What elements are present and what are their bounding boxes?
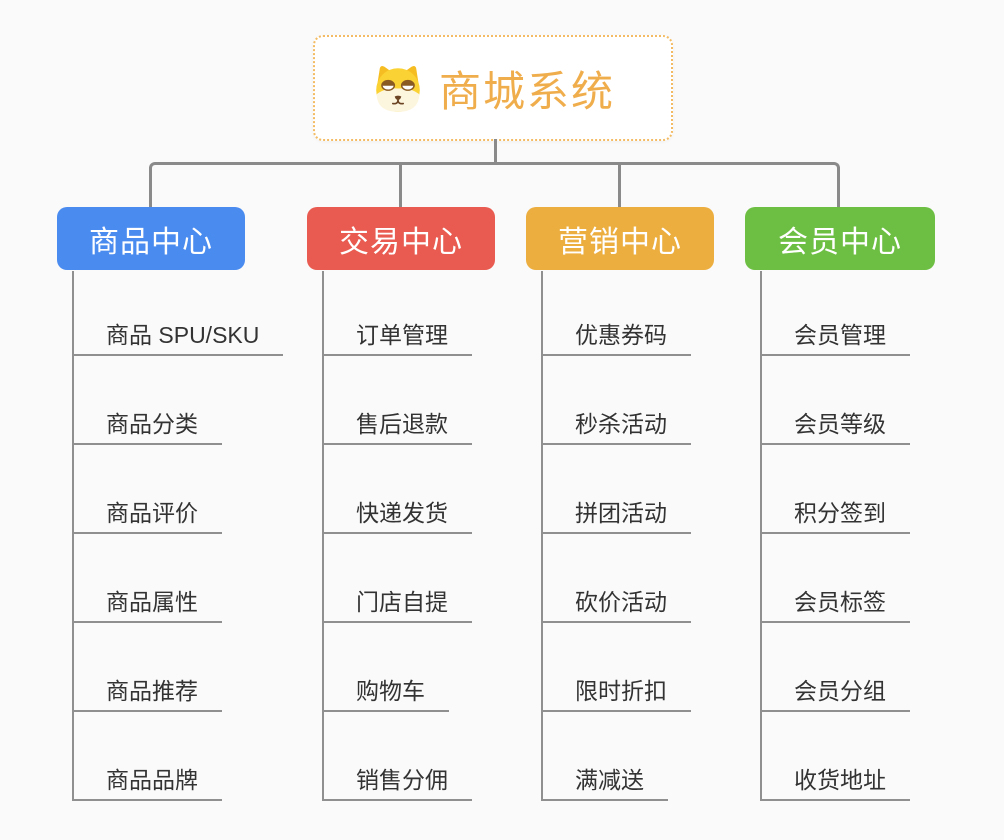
child-node[interactable]: 收货地址: [762, 761, 910, 801]
child-node[interactable]: 售后退款: [324, 405, 472, 445]
child-node[interactable]: 销售分佣: [324, 761, 472, 801]
connector-root-stem: [494, 139, 497, 163]
child-node[interactable]: 会员管理: [762, 316, 910, 356]
branch-column-product-center: 商品 SPU/SKU 商品分类 商品评价 商品属性 商品推荐 商品品牌: [72, 271, 284, 801]
branch-node-product-center[interactable]: 商品中心: [57, 207, 245, 270]
child-node[interactable]: 商品属性: [74, 583, 222, 623]
branch-node-marketing-center[interactable]: 营销中心: [526, 207, 714, 270]
child-node[interactable]: 商品品牌: [74, 761, 222, 801]
child-node[interactable]: 优惠券码: [543, 316, 691, 356]
child-node[interactable]: 限时折扣: [543, 672, 691, 712]
branch-node-member-center[interactable]: 会员中心: [745, 207, 935, 270]
root-title: 商城系统: [438, 67, 615, 115]
root-node-mall-system[interactable]: 商城系统: [313, 35, 673, 141]
child-node[interactable]: 满减送: [543, 761, 668, 801]
child-node[interactable]: 商品 SPU/SKU: [74, 316, 284, 356]
child-node[interactable]: 积分签到: [762, 494, 910, 534]
child-node[interactable]: 快递发货: [324, 494, 472, 534]
child-node[interactable]: 会员分组: [762, 672, 910, 712]
connector-bus: [149, 162, 840, 210]
branch-column-member-center: 会员管理 会员等级 积分签到 会员标签 会员分组 收货地址: [760, 271, 910, 801]
child-node[interactable]: 拼团活动: [543, 494, 691, 534]
child-node[interactable]: 会员标签: [762, 583, 910, 623]
child-node[interactable]: 商品评价: [74, 494, 222, 534]
branch-node-trade-center[interactable]: 交易中心: [307, 207, 495, 270]
child-node[interactable]: 砍价活动: [543, 583, 691, 623]
child-node[interactable]: 门店自提: [324, 583, 472, 623]
dog-face-icon: [371, 63, 425, 113]
child-node[interactable]: 商品推荐: [74, 672, 222, 712]
child-node[interactable]: 商品分类: [74, 405, 222, 445]
child-node[interactable]: 购物车: [324, 672, 449, 712]
connector-drop-marketing: [618, 164, 621, 208]
child-node[interactable]: 会员等级: [762, 405, 910, 445]
child-node[interactable]: 订单管理: [324, 316, 472, 356]
branch-column-trade-center: 订单管理 售后退款 快递发货 门店自提 购物车 销售分佣: [322, 271, 472, 801]
connector-drop-trade: [399, 164, 402, 208]
branch-column-marketing-center: 优惠券码 秒杀活动 拼团活动 砍价活动 限时折扣 满减送: [541, 271, 691, 801]
child-node[interactable]: 秒杀活动: [543, 405, 691, 445]
